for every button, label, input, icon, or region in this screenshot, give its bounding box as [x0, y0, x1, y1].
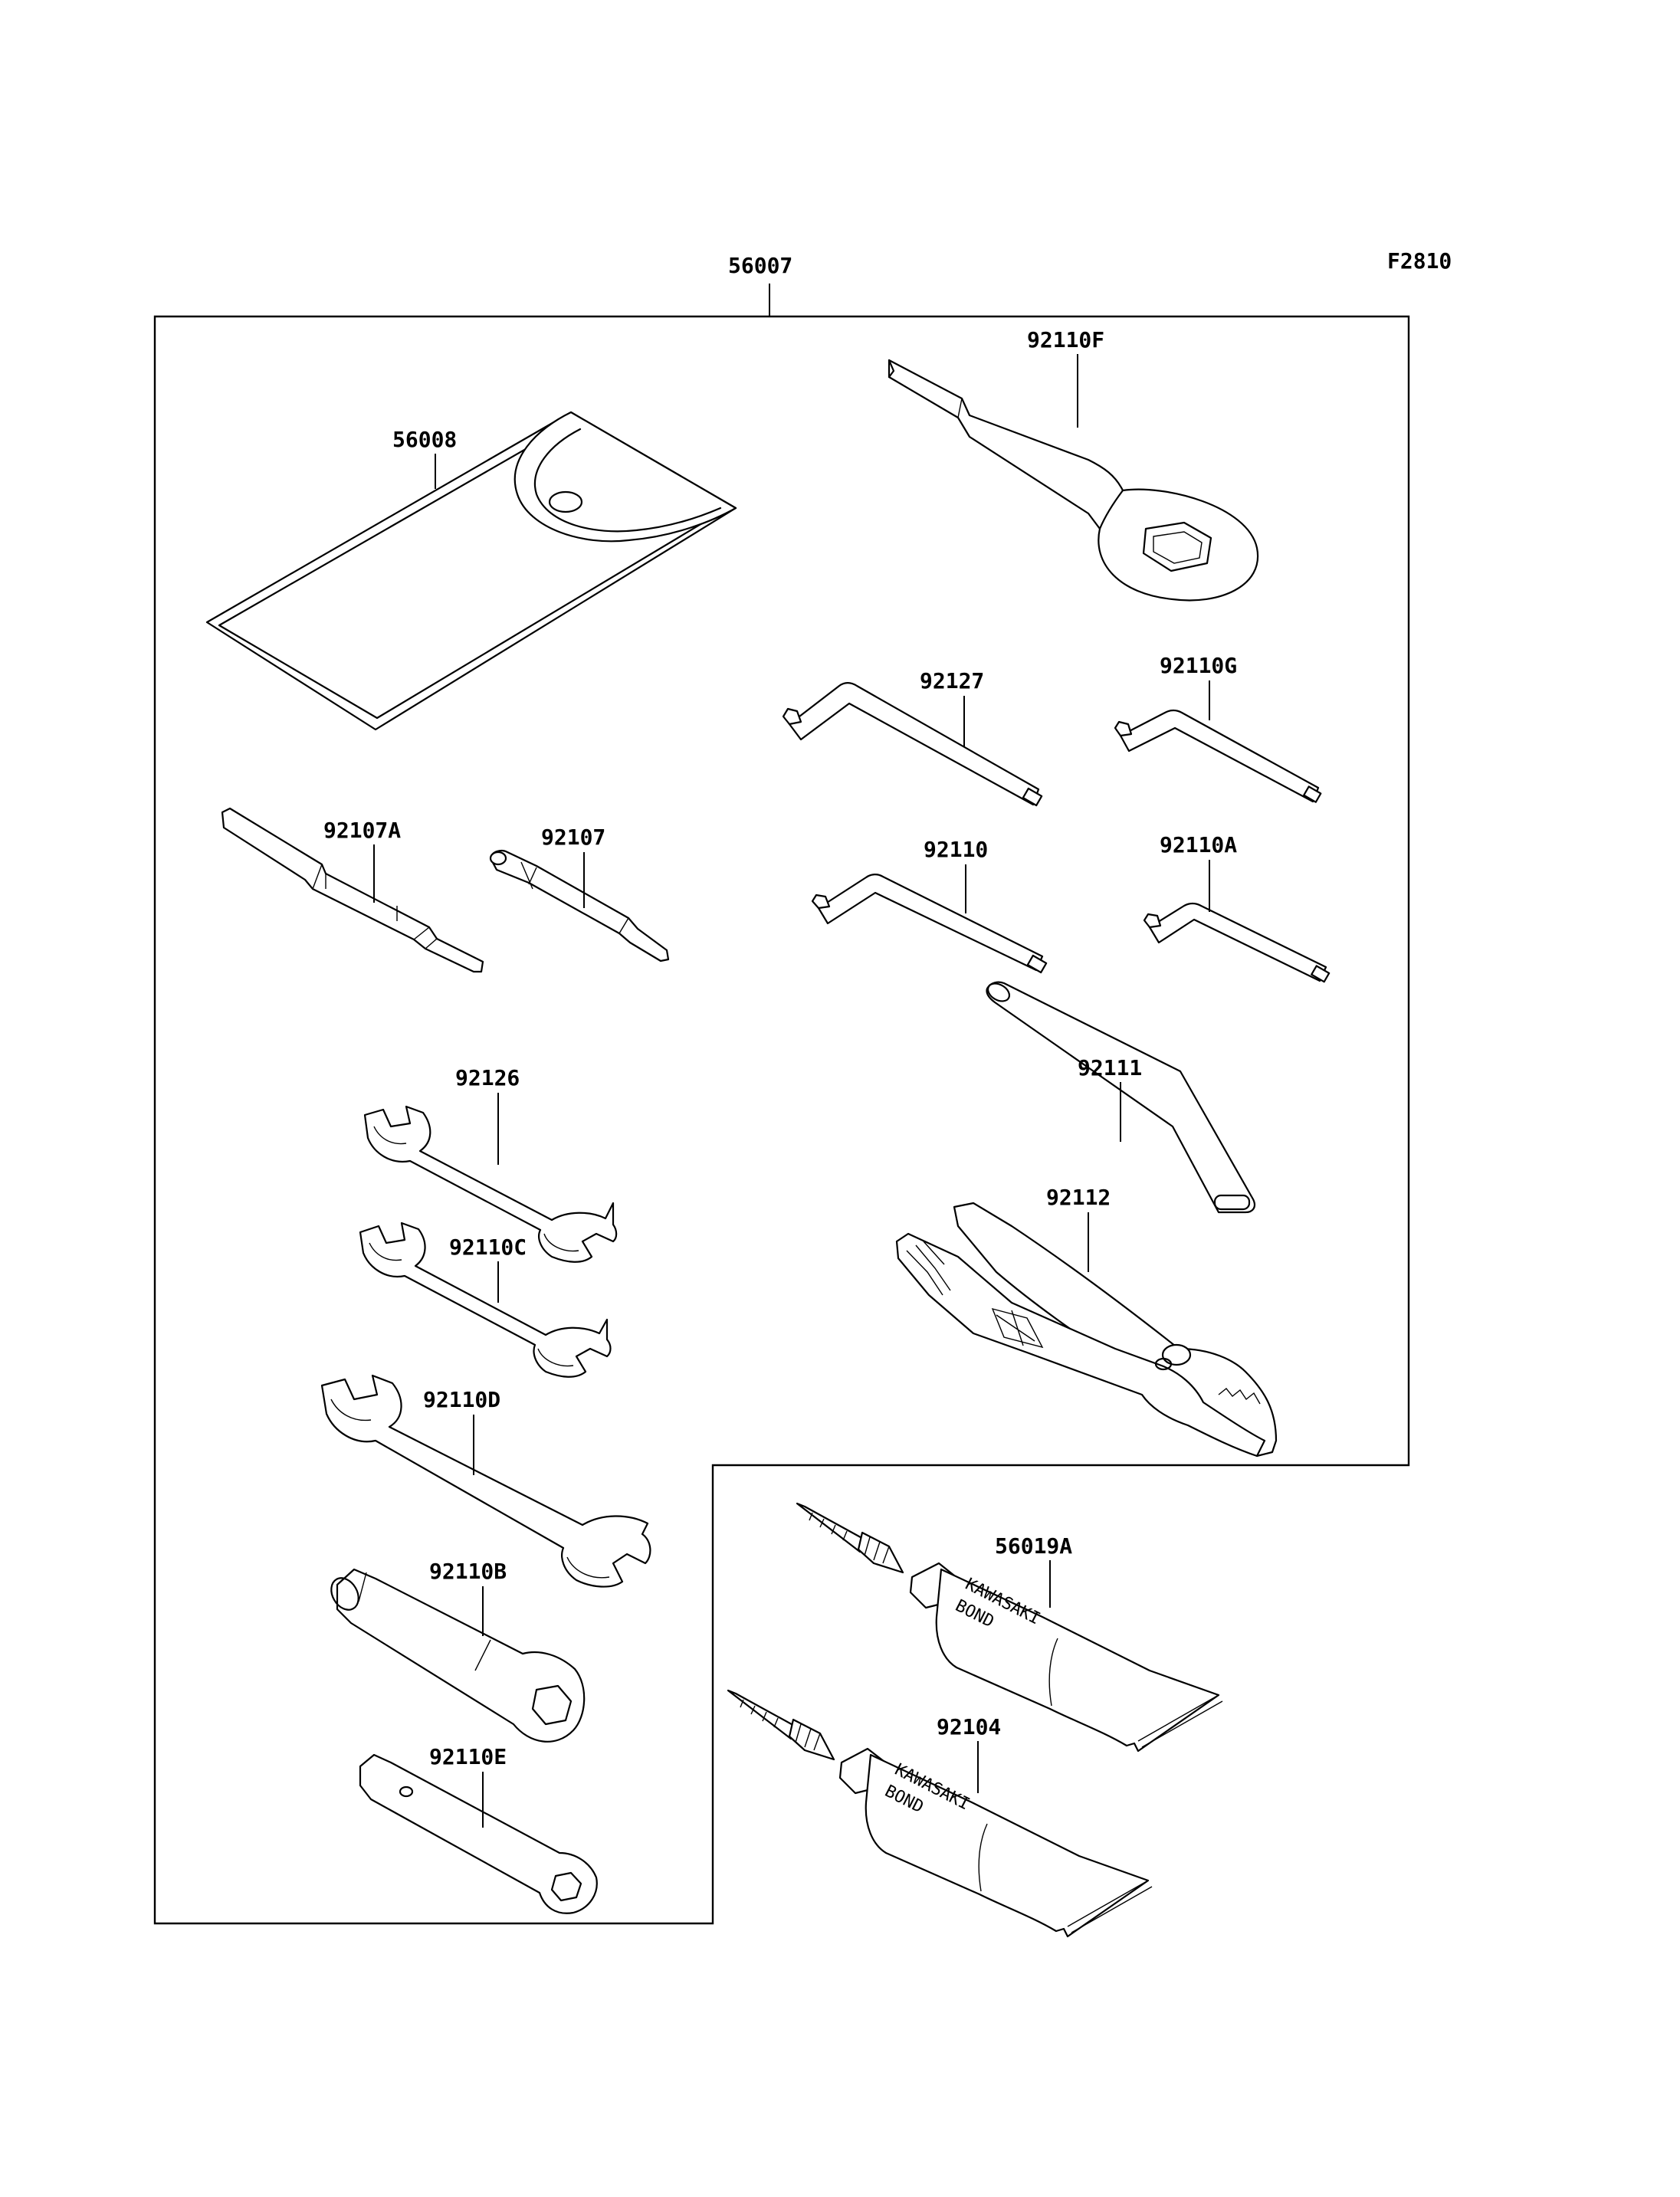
- label-92127: 92127: [920, 668, 984, 694]
- label-92110D: 92110D: [423, 1387, 500, 1412]
- assembly-part-number: 56007: [728, 253, 792, 278]
- hex-key-92110A: [1143, 902, 1331, 983]
- label-92104: 92104: [937, 1714, 1001, 1740]
- figure-code: F2810: [1387, 248, 1452, 274]
- hex-key-92110G: [1114, 709, 1322, 803]
- label-92110B: 92110B: [429, 1559, 507, 1584]
- open-end-wrench-92126: [363, 1105, 618, 1263]
- label-92110A: 92110A: [1160, 832, 1237, 857]
- pliers-92112: [895, 1202, 1278, 1458]
- label-92110E: 92110E: [429, 1744, 507, 1769]
- extension-bar-92111: [986, 981, 1256, 1214]
- label-92111: 92111: [1078, 1055, 1142, 1080]
- plug-wrench-92110B: [330, 1568, 586, 1743]
- label-56008: 56008: [392, 427, 457, 452]
- label-92110F: 92110F: [1027, 327, 1104, 353]
- kit-frame: [153, 315, 1410, 1925]
- label-92110G: 92110G: [1160, 653, 1237, 678]
- bond-tube-92104: KAWASAKI BOND: [727, 1689, 1153, 1938]
- label-92112: 92112: [1046, 1185, 1111, 1210]
- open-end-wrench-92110D: [320, 1374, 651, 1588]
- box-spanner-92110E: [359, 1753, 598, 1914]
- screwdriver-bit-92107A: [221, 807, 484, 973]
- label-56019A: 56019A: [995, 1533, 1072, 1559]
- box-wrench-92110F: [888, 359, 1259, 602]
- open-end-wrench-92110C: [359, 1221, 612, 1378]
- hex-key-92127: [782, 682, 1043, 807]
- screwdriver-bit-92107: [489, 850, 670, 962]
- bond-tube-56019A: KAWASAKI BOND: [796, 1502, 1223, 1753]
- label-92107: 92107: [541, 825, 605, 850]
- label-92126: 92126: [455, 1065, 520, 1090]
- label-92107A: 92107A: [323, 818, 401, 843]
- label-92110C: 92110C: [449, 1235, 527, 1260]
- hex-key-92110: [811, 874, 1048, 974]
- tool-pouch: [205, 411, 737, 731]
- label-92110: 92110: [924, 837, 988, 862]
